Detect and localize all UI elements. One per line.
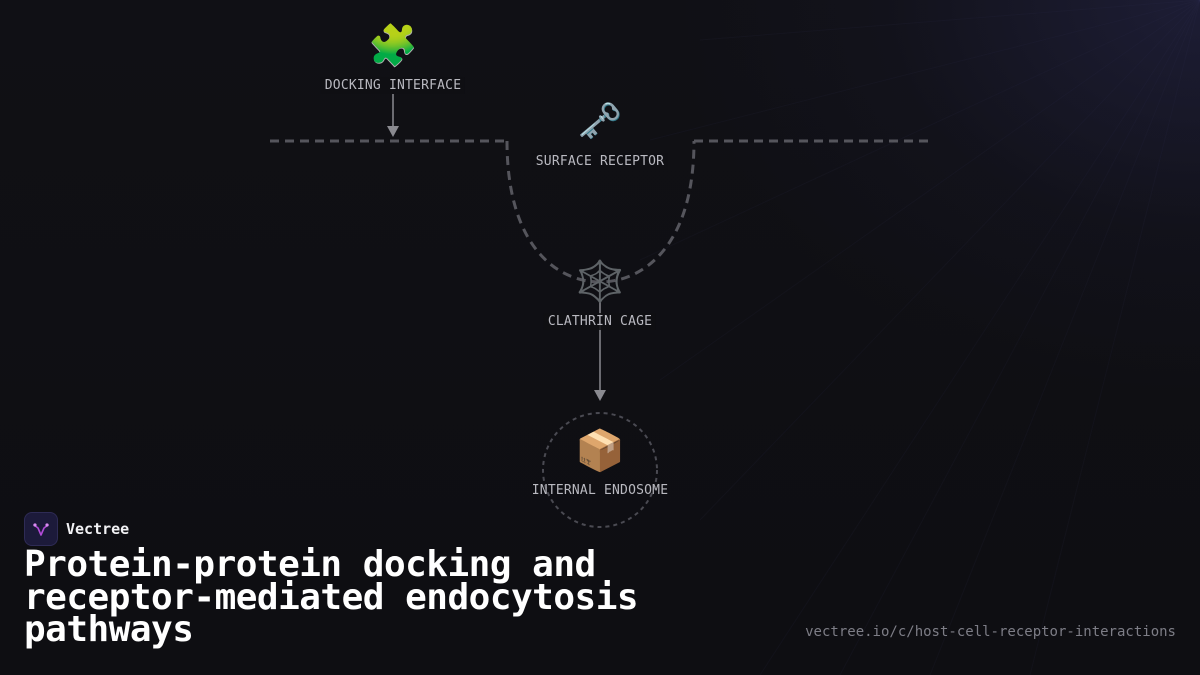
internalization-arrowhead (594, 390, 606, 401)
vectree-logo-icon (24, 512, 58, 546)
brand: Vectree (24, 512, 129, 546)
internal-endosome-label: INTERNAL ENDOSOME (531, 483, 669, 498)
page-title: Protein-protein docking and receptor-med… (24, 544, 639, 650)
package-icon: 📦 (575, 428, 625, 474)
spider-web-icon: 🕸️ (575, 259, 625, 305)
key-icon: 🗝️ (577, 101, 623, 142)
surface-receptor-label: SURFACE RECEPTOR (531, 153, 669, 170)
docking-arrowhead (387, 126, 399, 137)
membrane-invagination (505, 140, 696, 284)
puzzle-piece-icon: 🧩 (368, 23, 418, 69)
source-url: vectree.io/c/host-cell-receptor-interact… (805, 624, 1176, 640)
docking-interface-label: DOCKING INTERFACE (320, 77, 466, 94)
clathrin-cage-label: CLATHRIN CAGE (543, 313, 657, 330)
brand-name: Vectree (66, 520, 130, 538)
endosome-circle (542, 412, 658, 528)
